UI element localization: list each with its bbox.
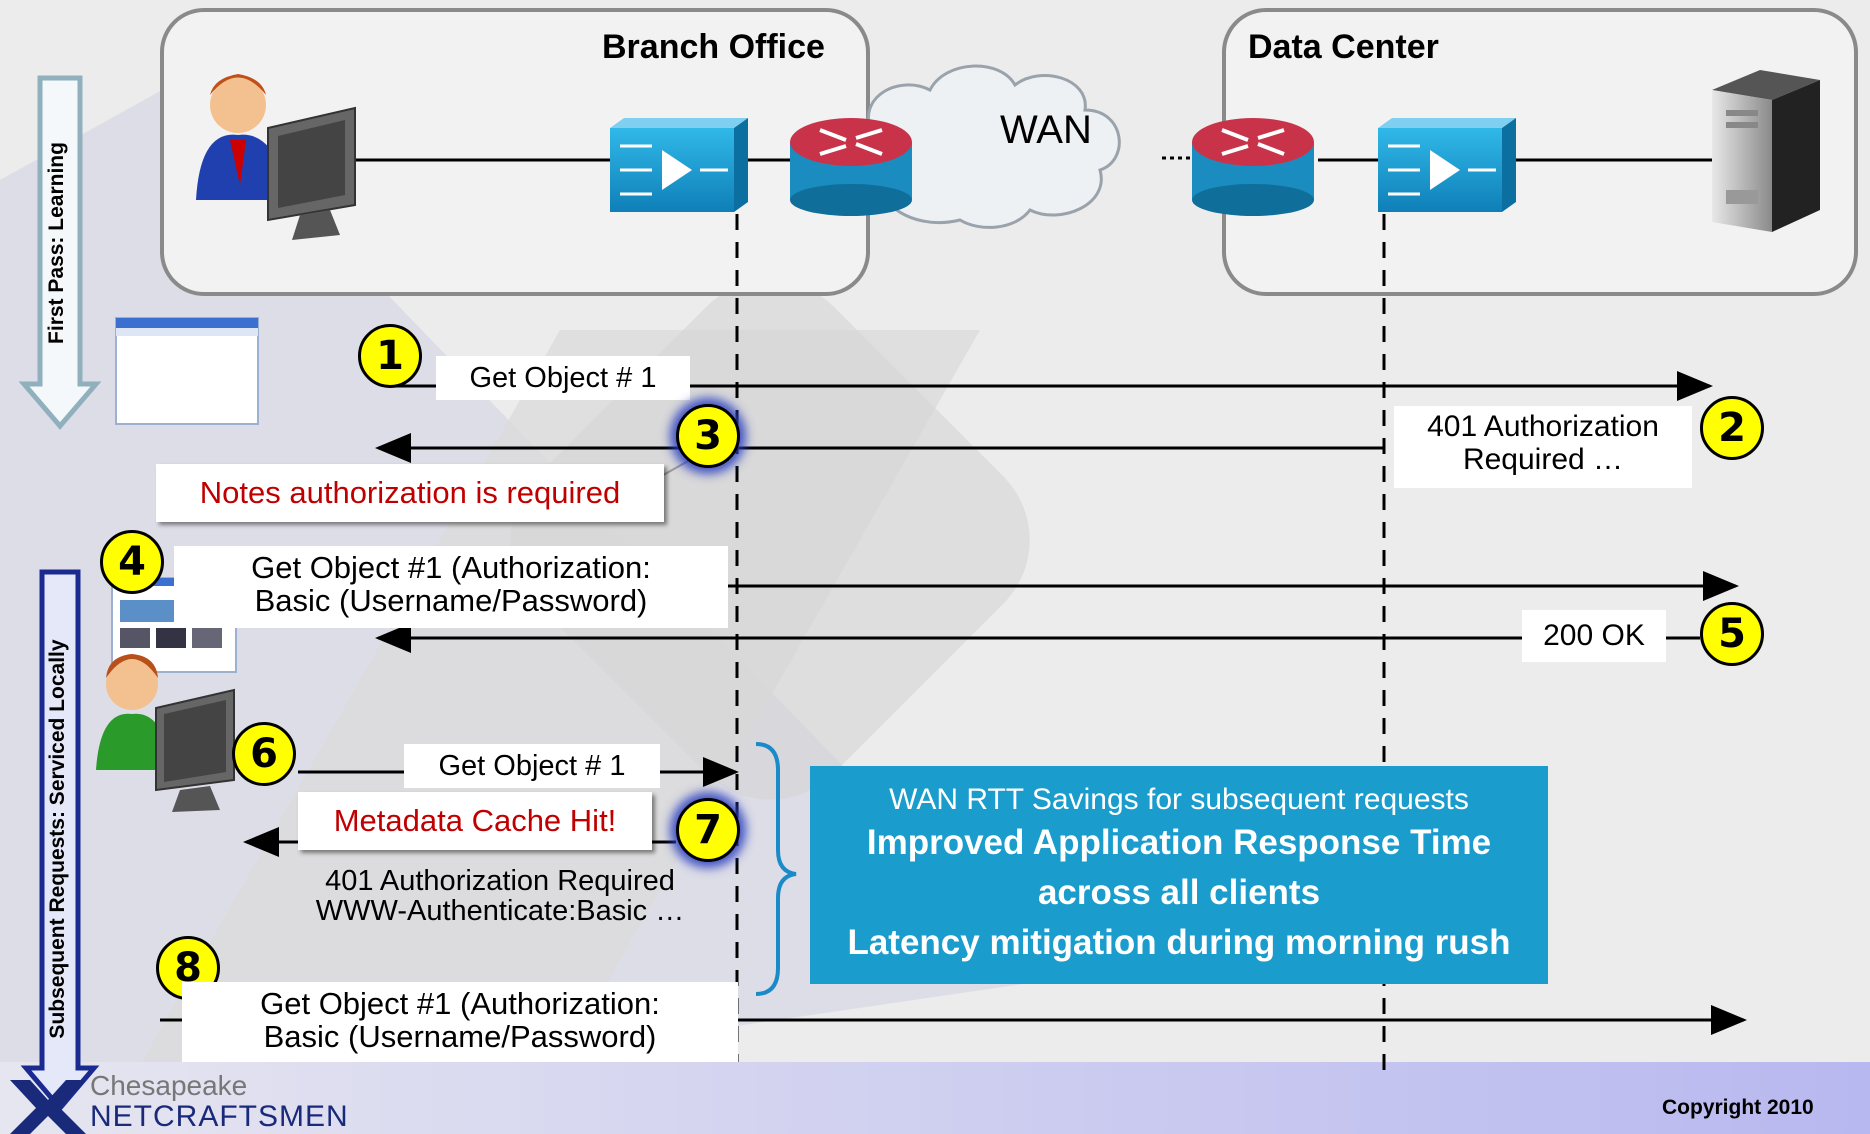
step3-badge: 3 xyxy=(676,404,740,468)
step6-badge: 6 xyxy=(232,722,296,786)
step4-message: Get Object #1 (Authorization: Basic (Use… xyxy=(174,546,728,628)
step8-line1: Get Object #1 (Authorization: xyxy=(260,986,660,1021)
copyright: Copyright 2010 xyxy=(1662,1096,1814,1119)
step1-message: Get Object # 1 xyxy=(436,356,690,400)
datacenter-wan-optimizer-icon xyxy=(1378,118,1516,212)
user-computer-icon xyxy=(196,74,356,240)
footer-band xyxy=(0,1062,1870,1134)
step7-note: Metadata Cache Hit! xyxy=(298,792,652,850)
netcraftsmen-logo-icon xyxy=(10,1080,86,1134)
savings-line3: across all clients xyxy=(1037,873,1321,912)
step7-line1: 401 Authorization Required xyxy=(325,865,675,897)
logo-text-top: Chesapeake xyxy=(90,1070,248,1101)
step8-message: Get Object #1 (Authorization: Basic (Use… xyxy=(182,982,738,1062)
first-pass-label: First Pass: Learning xyxy=(45,142,68,344)
step5-badge: 5 xyxy=(1700,602,1764,666)
step7-badge: 7 xyxy=(676,798,740,862)
step7-response: 401 Authorization Required WWW-Authentic… xyxy=(280,866,720,927)
branch-office-title: Branch Office xyxy=(602,28,825,66)
savings-box: WAN RTT Savings for subsequent requests … xyxy=(810,766,1548,984)
subsequent-requests-label: Subsequent Requests: Serviced Locally xyxy=(46,639,69,1039)
step7-line2: WWW-Authenticate:Basic … xyxy=(315,895,685,928)
savings-line2: Improved Application Response Time xyxy=(866,823,1492,862)
step4-badge: 4 xyxy=(100,530,164,594)
savings-line1: WAN RTT Savings for subsequent requests xyxy=(889,783,1469,816)
user-computer-green-icon xyxy=(96,654,235,812)
step5-message: 200 OK xyxy=(1522,610,1666,662)
step2-line1: 401 Authorization xyxy=(1427,410,1659,443)
datacenter-router-icon xyxy=(1192,118,1314,216)
step1-badge: 1 xyxy=(358,324,422,388)
logo-text-bottom: NETCRAFTSMEN xyxy=(90,1100,349,1133)
branch-router-icon xyxy=(790,118,912,216)
step6-message: Get Object # 1 xyxy=(404,744,660,788)
wan-label: WAN xyxy=(1000,108,1092,152)
step2-message: 401 Authorization Required … xyxy=(1394,406,1692,488)
browser-window-icon xyxy=(115,317,259,425)
step4-line1: Get Object #1 (Authorization: xyxy=(251,550,651,585)
step2-line2: Required … xyxy=(1462,443,1624,476)
step4-line2: Basic (Username/Password) xyxy=(254,582,648,618)
step3-note: Notes authorization is required xyxy=(156,464,664,522)
server-icon xyxy=(1712,70,1820,232)
data-center-title: Data Center xyxy=(1248,28,1439,66)
first-pass-phase-arrow xyxy=(18,75,102,430)
step8-line2: Basic (Username/Password) xyxy=(263,1018,657,1054)
step2-badge: 2 xyxy=(1700,396,1764,460)
savings-brace xyxy=(755,742,797,996)
branch-wan-optimizer-icon xyxy=(610,118,748,212)
savings-line4: Latency mitigation during morning rush xyxy=(847,923,1511,962)
